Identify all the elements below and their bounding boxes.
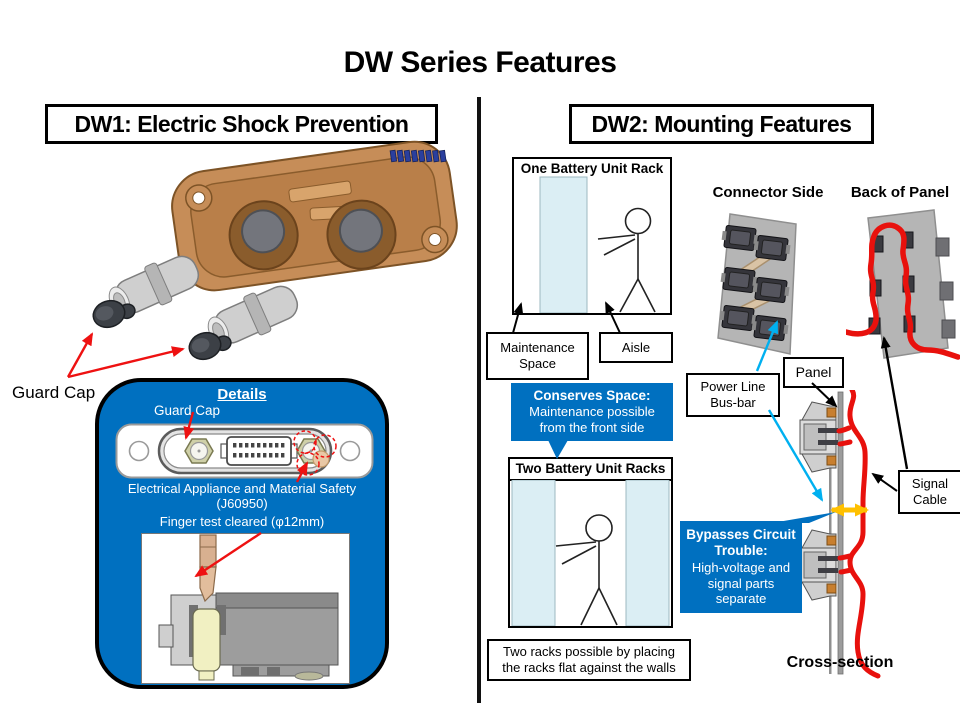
bypasses-body: High-voltage and signal parts separate — [691, 559, 791, 607]
two-racks-note: Two racks possible by placing the racks … — [487, 639, 691, 681]
bypasses-callout: Bypasses Circuit Trouble: High-voltage a… — [680, 521, 802, 613]
one-rack-title: One Battery Unit Rack — [520, 161, 664, 176]
panel-label: Panel — [783, 357, 844, 388]
dw1-header-label: DW1: Electric Shock Prevention — [74, 110, 409, 137]
dw2-header: DW2: Mounting Features — [569, 104, 874, 144]
back-of-panel-label: Back of Panel — [850, 184, 950, 201]
bypasses-heading: Bypasses Circuit Trouble: — [686, 526, 796, 559]
panel-tabs-icon — [935, 237, 956, 339]
section-divider — [477, 97, 481, 703]
conserves-space-body: Maintenance possible from the front side — [529, 404, 655, 436]
conserves-space-heading: Conserves Space: — [533, 387, 651, 403]
connector-side-image — [717, 213, 797, 355]
connector-cross-section-icon — [799, 401, 838, 473]
cross-section-image — [799, 390, 881, 679]
cross-section-label: Cross-section — [786, 654, 894, 671]
conserves-space-callout: Conserves Space: Maintenance possible fr… — [511, 383, 673, 441]
dw1-header: DW1: Electric Shock Prevention — [45, 104, 438, 144]
contact-cylinder-icon — [207, 285, 299, 346]
test-finger-icon — [199, 534, 217, 603]
signal-connector-icon — [220, 436, 298, 466]
connector-cross-section-icon — [799, 529, 838, 601]
guard-cap-contact-icon — [184, 438, 214, 464]
signal-cable-icon — [846, 222, 960, 360]
two-racks-diagram: Two Battery Unit Racks — [508, 457, 673, 628]
safety-text-line2: (J60950) — [216, 496, 268, 511]
connector-face-image — [115, 423, 374, 479]
signal-cable-label: Signal Cable — [898, 470, 960, 514]
battery-rack-icon — [625, 480, 670, 626]
signal-cable-icon — [836, 390, 881, 679]
person-icon — [597, 207, 656, 313]
details-guard-cap-label: Guard Cap — [153, 403, 221, 418]
finger-probe-icon — [312, 450, 330, 468]
finger-test-zones-icon — [293, 430, 337, 476]
aisle-label: Aisle — [599, 332, 673, 363]
battery-rack-icon — [539, 176, 588, 313]
panel-connectors-icon — [719, 224, 791, 342]
dw2-header-label: DW2: Mounting Features — [591, 110, 852, 137]
back-of-panel-image — [846, 209, 960, 360]
battery-rack-icon — [511, 480, 556, 626]
one-rack-diagram: One Battery Unit Rack — [512, 157, 672, 315]
page-title: DW Series Features — [343, 46, 617, 79]
guard-cap-contact-icon — [296, 438, 326, 464]
panel-line-icon — [837, 391, 844, 675]
person-icon — [555, 514, 618, 626]
safety-text-line1: Electrical Appliance and Material Safety — [127, 481, 357, 496]
details-panel: Details Guard Cap — [95, 378, 389, 689]
pin-block-icon — [389, 149, 447, 163]
finger-test-text: Finger test cleared (φ12mm) — [159, 514, 325, 529]
guard-cap-icon — [92, 299, 136, 329]
details-title: Details — [217, 386, 267, 403]
power-line-busbar-label: Power Line Bus-bar — [686, 373, 780, 417]
connector-side-label: Connector Side — [712, 184, 824, 201]
maintenance-space-label: Maintenance Space — [486, 332, 589, 380]
guard-cap-label: Guard Cap — [12, 383, 96, 402]
guard-cap-icon — [188, 331, 232, 361]
finger-test-image — [141, 533, 350, 684]
two-racks-title: Two Battery Unit Racks — [510, 459, 671, 481]
connector-3d-image — [92, 140, 458, 361]
